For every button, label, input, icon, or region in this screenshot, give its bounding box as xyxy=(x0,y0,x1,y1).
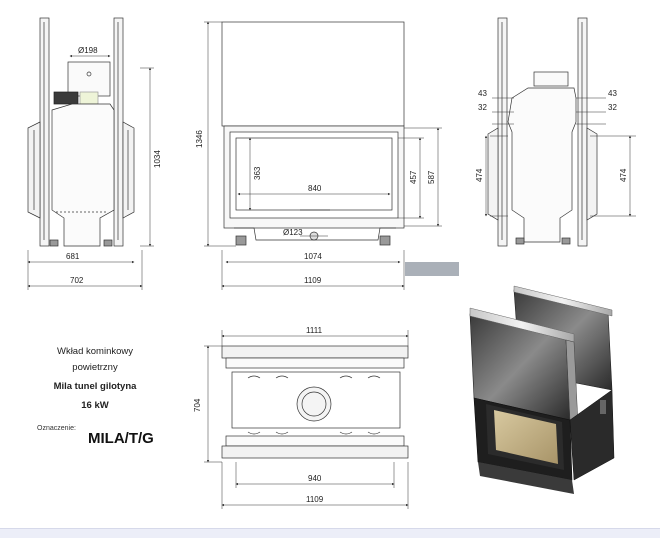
dim-front-height-1346: 1346 xyxy=(195,130,204,148)
front-view-dimensions xyxy=(204,21,442,290)
side-view-dimensions xyxy=(27,54,154,290)
dim-front-width-1109: 1109 xyxy=(304,276,322,285)
product-description-line-1: Wkład kominkowy xyxy=(56,346,134,357)
top-view xyxy=(221,345,409,459)
dim-side-width-702: 702 xyxy=(70,276,84,285)
dim-side-height-1034: 1034 xyxy=(153,150,162,168)
front-view xyxy=(221,21,405,246)
product-name: Mila tunel gilotyna xyxy=(53,381,137,392)
dim-top-width-1109: 1109 xyxy=(306,495,324,504)
dim-rear-left-474: 474 xyxy=(475,168,484,182)
dim-top-depth-704: 704 xyxy=(193,398,202,412)
product-power: 16 kW xyxy=(81,400,109,411)
dim-side-flue-diameter: Ø198 xyxy=(78,46,98,55)
dim-side-width-681: 681 xyxy=(66,252,80,261)
bottom-bar xyxy=(0,528,660,538)
product-description-line-2: powietrzny xyxy=(72,362,118,373)
dim-rear-left-43: 43 xyxy=(478,89,487,98)
dim-top-width-1111: 1111 xyxy=(306,326,323,335)
top-view-dimensions xyxy=(204,330,409,509)
dim-front-air-inlet-diameter: Ø123 xyxy=(283,228,303,237)
rear-view xyxy=(487,17,598,247)
dim-rear-right-474: 474 xyxy=(619,168,628,182)
side-view xyxy=(27,17,135,247)
dim-rear-right-43: 43 xyxy=(608,89,617,98)
dim-top-width-940: 940 xyxy=(308,474,322,483)
product-code: MILA/T/G xyxy=(88,430,154,447)
rear-view-dimensions xyxy=(484,97,636,217)
dim-front-glass-height-363: 363 xyxy=(253,166,262,180)
dim-front-glass-width-840: 840 xyxy=(308,184,322,193)
dim-rear-right-32: 32 xyxy=(608,103,617,112)
dim-front-height-587: 587 xyxy=(427,170,436,184)
grey-label-strip xyxy=(405,262,459,276)
marking-label: Oznaczenie: xyxy=(37,425,76,432)
dim-front-width-1074: 1074 xyxy=(304,252,322,261)
dim-front-door-height-457: 457 xyxy=(409,170,418,184)
product-render xyxy=(469,285,615,494)
dim-rear-left-32: 32 xyxy=(478,103,487,112)
